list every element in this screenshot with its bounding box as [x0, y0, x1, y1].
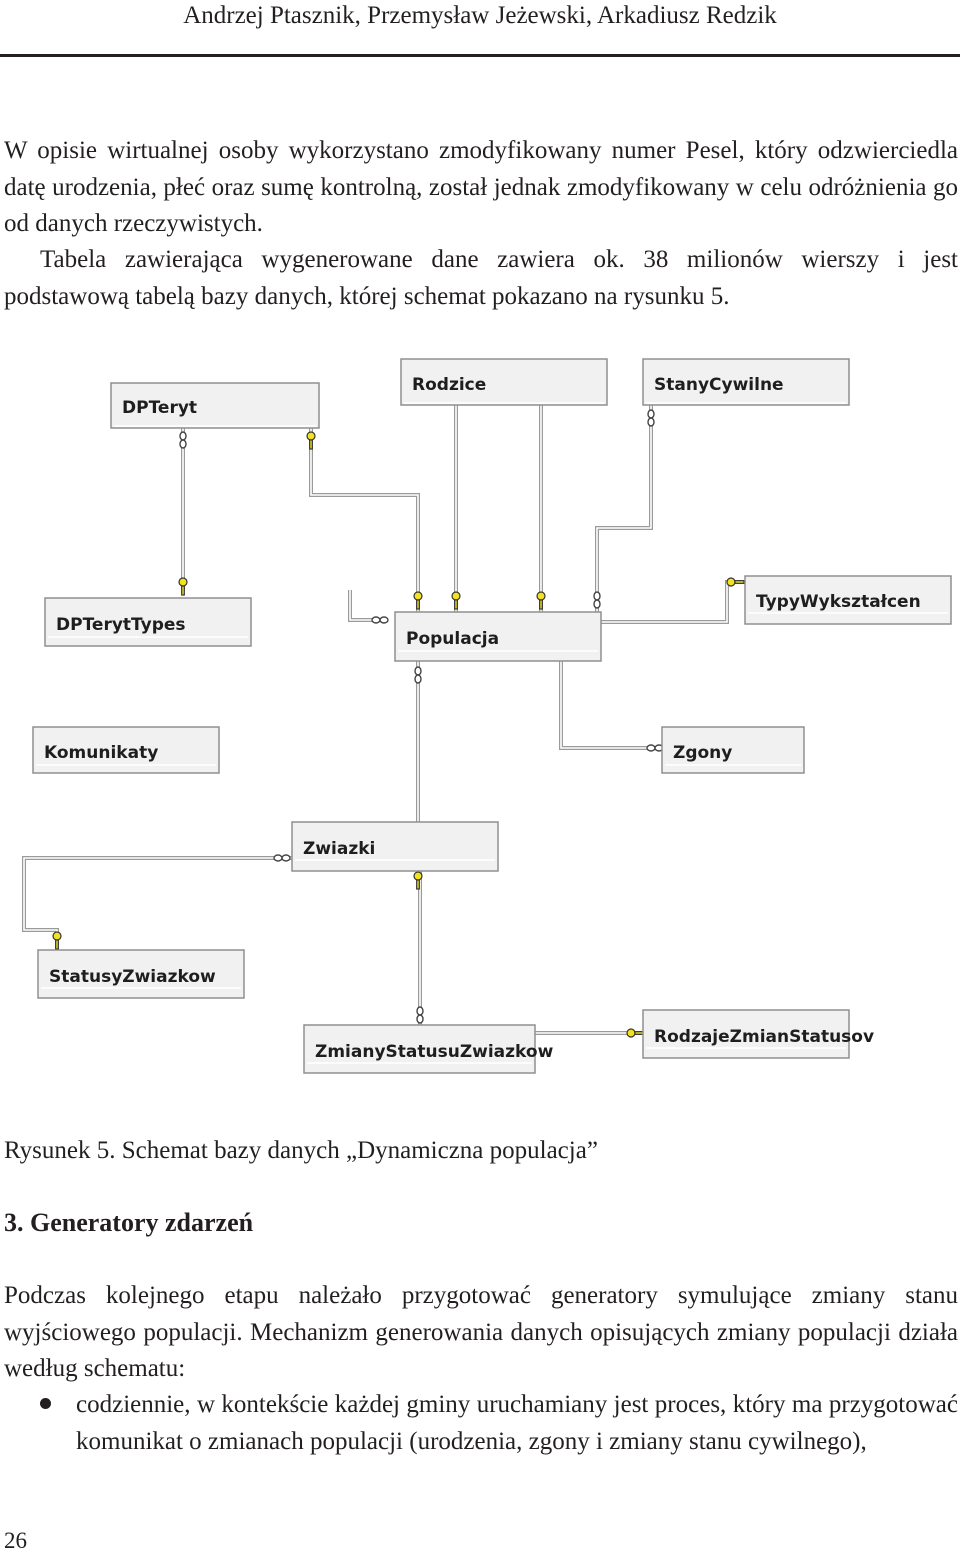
- table-name: ZmianyStatusuZwiazkow: [315, 1042, 554, 1062]
- table-name: StatusyZwiazkow: [49, 967, 216, 987]
- table-statusyzwiazkow: StatusyZwiazkow: [37, 949, 245, 999]
- bullet-icon: [40, 1398, 51, 1409]
- table-komunikaty: Komunikaty: [32, 726, 220, 774]
- page-number: 26: [4, 1528, 27, 1553]
- table-dpteryt: DPTeryt: [110, 382, 320, 429]
- table-rodzajezmianstatusow: RodzajeZmianStatusov: [642, 1009, 874, 1059]
- relationship-lines: [22, 405, 745, 1035]
- table-rodzice: Rodzice: [400, 358, 608, 406]
- database-schema-diagram: DPTeryt Rodzice StanyCywilne DPTerytType…: [22, 358, 952, 1074]
- header-rule: [0, 54, 960, 57]
- table-zwiazki: Zwiazki: [291, 821, 499, 872]
- relationship-end-symbols: [52, 409, 745, 1038]
- table-name: Zgony: [673, 743, 732, 763]
- paragraph-2: Tabela zawierająca wygenerowane dane zaw…: [4, 246, 958, 310]
- table-name: DPTerytTypes: [56, 615, 186, 635]
- table-populacja: Populacja: [394, 611, 602, 662]
- bullet-item-1: codziennie, w kontekście każdej gminy ur…: [76, 1391, 958, 1455]
- figure-caption: Rysunek 5. Schemat bazy danych „Dynamicz…: [4, 1137, 598, 1164]
- table-typywyksztalcen: TypyWykształcen: [744, 575, 952, 625]
- table-name: DPTeryt: [122, 398, 197, 418]
- table-name: TypyWykształcen: [756, 592, 921, 612]
- table-zmianystatusuzwiazkow: ZmianyStatusuZwiazkow: [303, 1024, 554, 1074]
- paragraph-3: Podczas kolejnego etapu należało przygot…: [4, 1282, 958, 1382]
- table-name: Komunikaty: [44, 743, 158, 763]
- paragraph-1: W opisie wirtualnej osoby wykorzystano z…: [4, 137, 958, 237]
- table-name: Populacja: [406, 629, 499, 649]
- table-stanycywilne: StanyCywilne: [642, 358, 850, 406]
- running-head-authors: Andrzej Ptasznik, Przemysław Jeżewski, A…: [183, 2, 777, 29]
- table-name: StanyCywilne: [654, 375, 784, 395]
- table-name: Zwiazki: [303, 839, 375, 859]
- table-zgony: Zgony: [661, 726, 805, 774]
- table-dpterytypes: DPTerytTypes: [44, 597, 252, 647]
- section-heading: 3. Generatory zdarzeń: [4, 1208, 254, 1237]
- table-name: RodzajeZmianStatusov: [654, 1027, 874, 1047]
- table-name: Rodzice: [412, 375, 486, 395]
